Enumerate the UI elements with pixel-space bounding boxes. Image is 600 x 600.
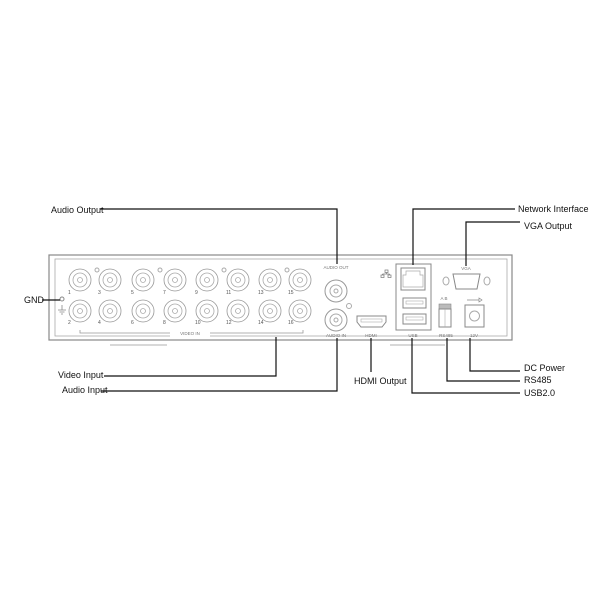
channel-number: 9	[195, 290, 198, 296]
bnc-connector	[163, 299, 187, 323]
dc-power-jack	[464, 304, 485, 328]
rj45-port	[400, 267, 426, 291]
bnc-connector	[68, 268, 92, 292]
callout-dc-power: DC Power	[524, 363, 565, 373]
callout-gnd: GND	[24, 295, 45, 305]
dc-polarity-icon	[467, 297, 483, 303]
channel-number: 4	[98, 320, 101, 326]
bnc-connector	[288, 299, 312, 323]
video-in-label: VIDEO IN	[180, 331, 200, 336]
bnc-connector	[98, 299, 122, 323]
vga-port	[442, 273, 491, 290]
usb-port-2	[402, 313, 427, 325]
channel-number: 11	[226, 290, 231, 296]
hdmi-port	[356, 315, 387, 328]
led-indicator	[157, 267, 163, 273]
channel-number: 7	[163, 290, 166, 296]
ground-icon	[58, 305, 66, 315]
bnc-connector	[131, 268, 155, 292]
audio-out-label: AUDIO OUT	[323, 265, 348, 270]
video-input-leader	[104, 337, 277, 377]
bnc-connector	[258, 299, 282, 323]
callout-video-input: Video Input	[58, 370, 104, 380]
channel-number: 3	[98, 290, 101, 296]
channel-number: 5	[131, 290, 134, 296]
gnd-terminal	[58, 296, 66, 315]
bnc-connector	[195, 299, 219, 323]
bnc-connector	[163, 268, 187, 292]
usb-leader	[411, 338, 520, 394]
rs485-ab-label: A B	[440, 296, 447, 301]
callout-hdmi-output: HDMI Output	[354, 376, 407, 386]
bnc-connector	[258, 268, 282, 292]
callout-usb: USB2.0	[524, 388, 555, 398]
bnc-connector	[195, 268, 219, 292]
channel-number: 15	[288, 290, 294, 296]
channel-number: 8	[163, 320, 166, 326]
audio-in-label: AUDIO IN	[326, 333, 346, 338]
channel-number: 1	[68, 290, 71, 296]
bnc-connector	[131, 299, 155, 323]
led-indicator	[94, 267, 100, 273]
hdmi-label: HDMI	[365, 333, 377, 338]
usb-port-1	[402, 297, 427, 309]
vga-output-leader	[465, 221, 520, 266]
rs485-terminal	[438, 303, 452, 328]
usb-label: USB	[408, 333, 417, 338]
channel-number: 6	[131, 320, 134, 326]
dc-label: 12V	[470, 333, 478, 338]
callout-audio-output: Audio Output	[51, 205, 104, 215]
dc-power-leader	[469, 338, 520, 372]
channel-number: 13	[258, 290, 264, 296]
channel-number: 12	[226, 320, 232, 326]
bnc-connector	[98, 268, 122, 292]
audio-input-leader	[101, 338, 338, 392]
chassis	[48, 254, 513, 346]
bnc-connector	[288, 268, 312, 292]
rs485-label: RS485	[439, 333, 453, 338]
channel-number: 16	[288, 320, 294, 326]
bnc-connector	[226, 299, 250, 323]
rs485-leader	[446, 338, 520, 382]
channel-number: 2	[68, 320, 71, 326]
callout-network-interface: Network Interface	[518, 204, 589, 214]
bnc-connector	[226, 268, 250, 292]
vga-label: VGA	[461, 266, 471, 271]
network-interface-leader	[412, 208, 515, 265]
callout-audio-input: Audio Input	[62, 385, 108, 395]
audio-in-rca	[324, 308, 348, 332]
network-icon	[380, 269, 392, 278]
callout-vga-output: VGA Output	[524, 221, 573, 231]
channel-number: 10	[195, 320, 201, 326]
audio-out-rca	[324, 279, 348, 303]
callout-rs485: RS485	[524, 375, 552, 385]
bnc-connector	[68, 299, 92, 323]
led-indicator	[221, 267, 227, 273]
led-indicator	[284, 267, 290, 273]
channel-number: 14	[258, 320, 264, 326]
audio-output-leader	[100, 208, 338, 264]
